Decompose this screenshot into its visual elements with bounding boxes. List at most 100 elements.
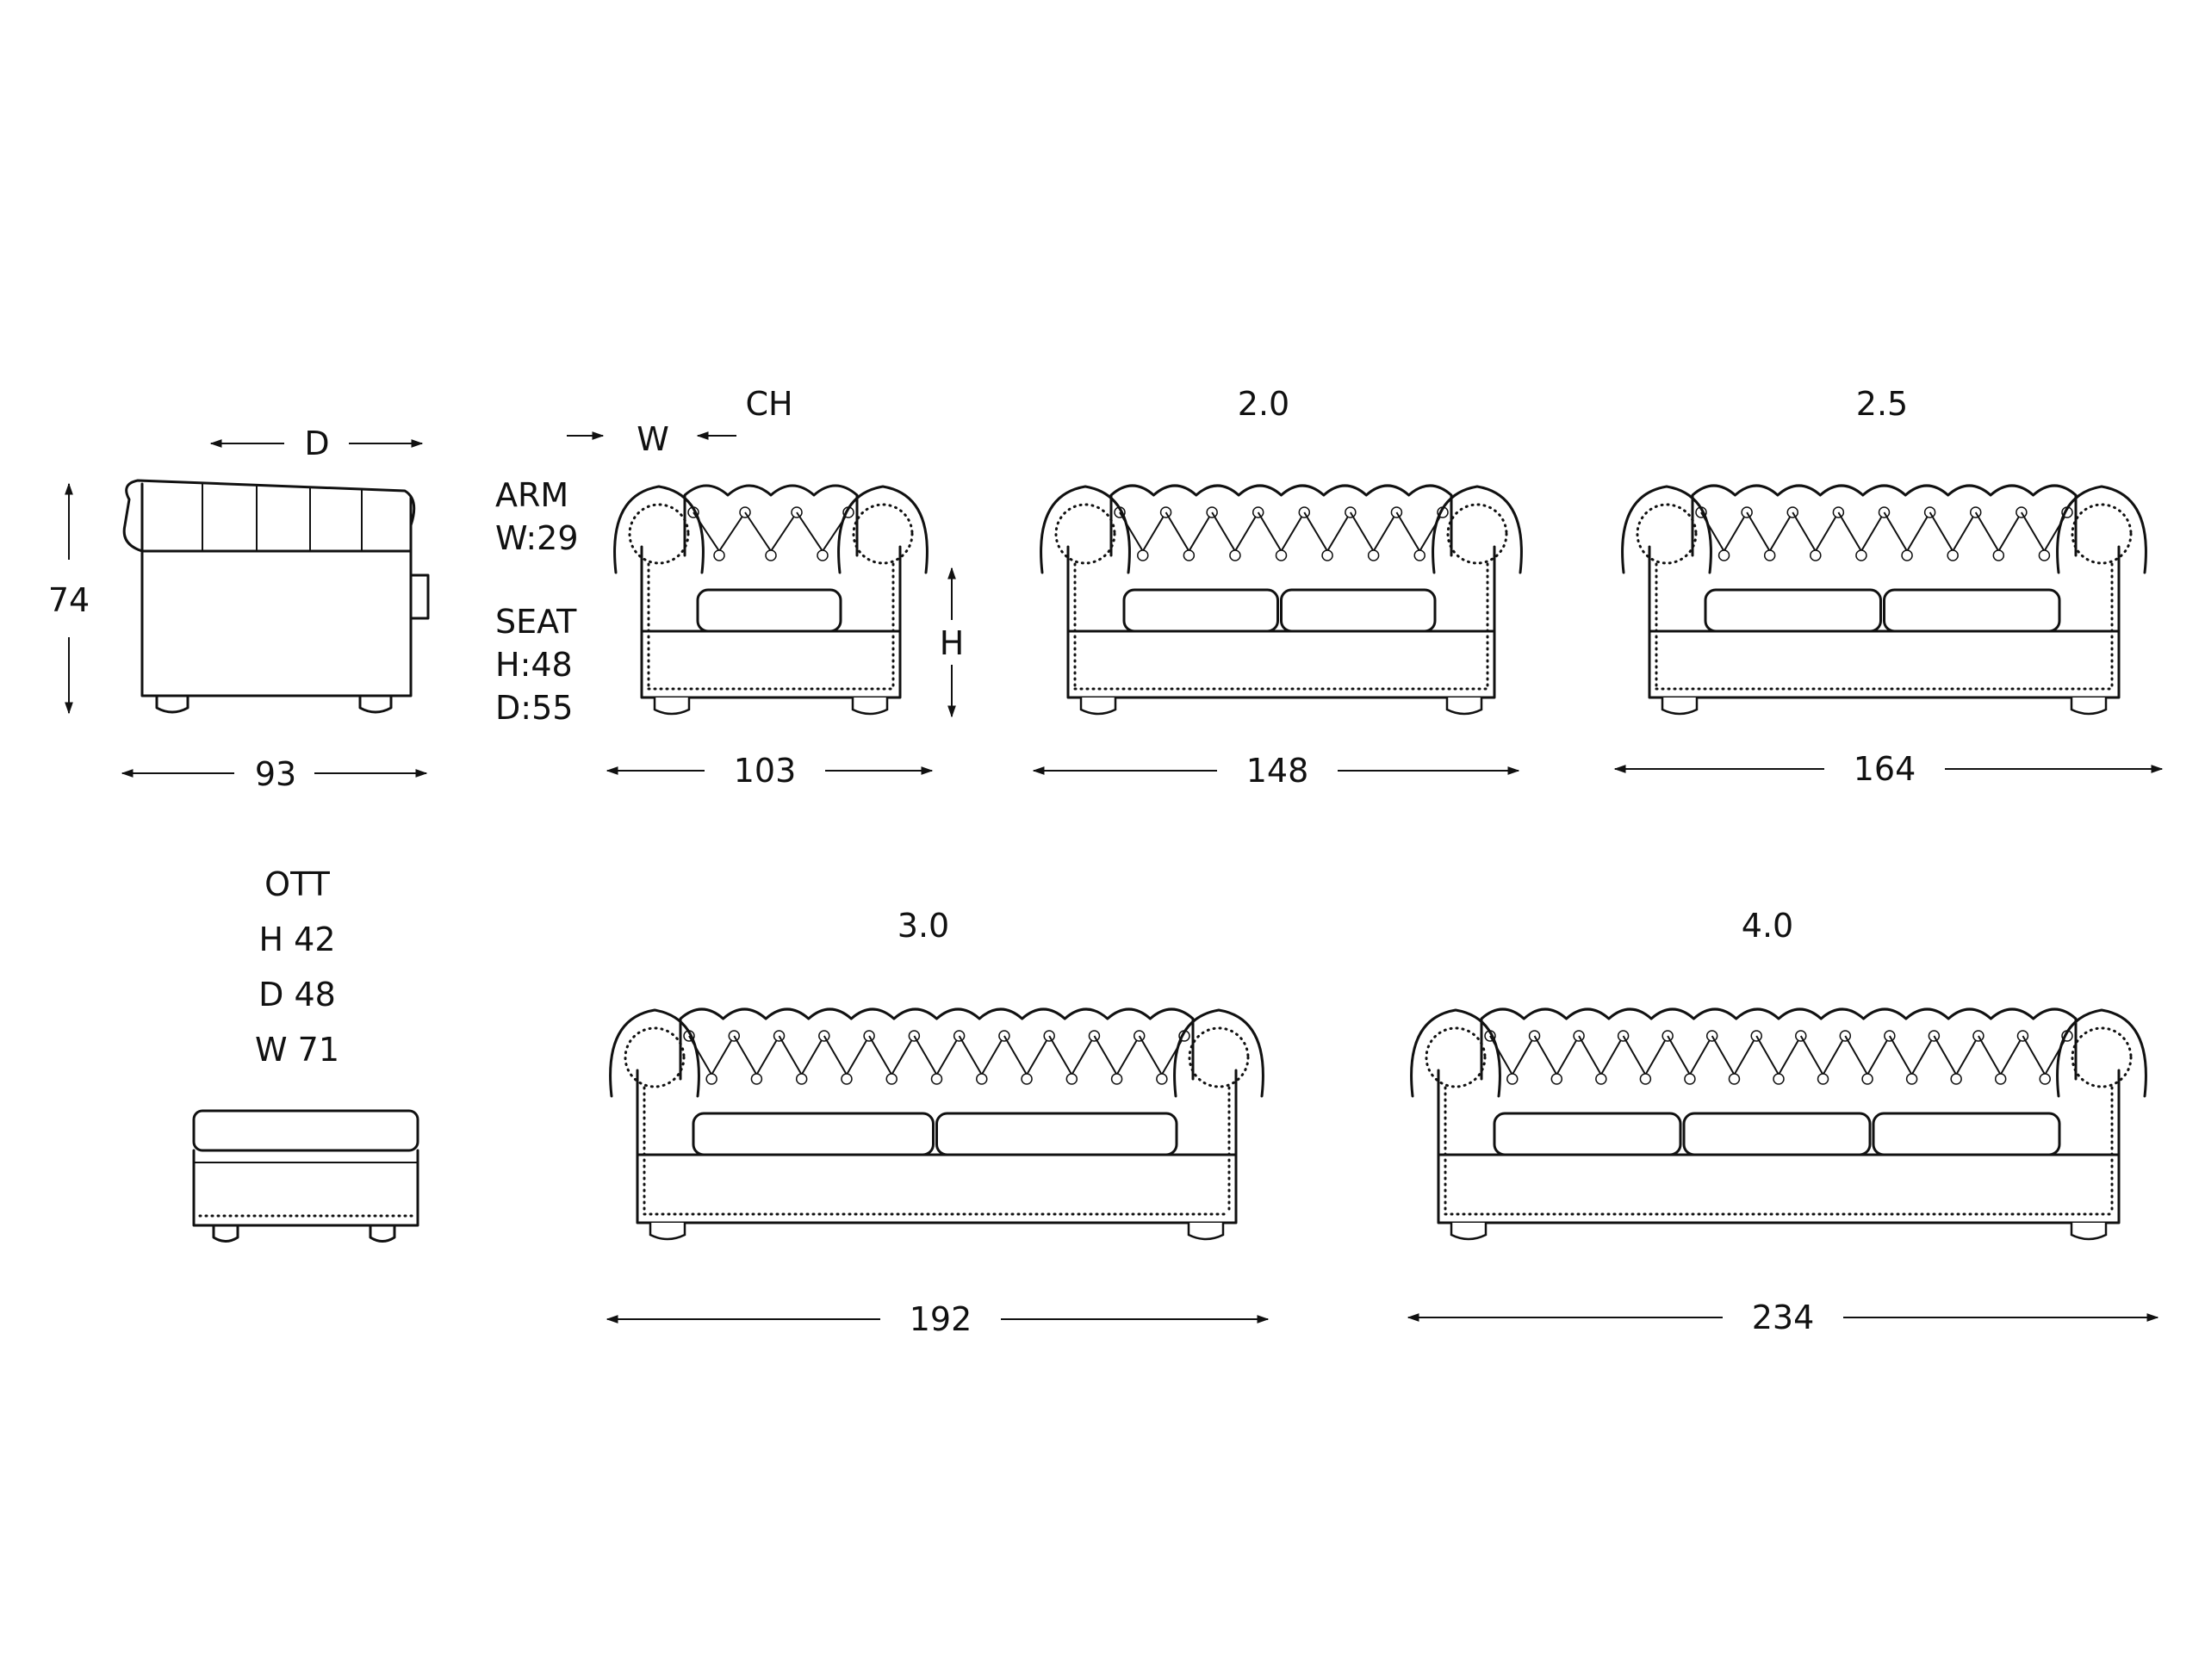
tuft-line — [1799, 1035, 1847, 1077]
ottoman-width: W 71 — [255, 1031, 339, 1069]
sofa-back — [683, 484, 859, 557]
sofa-back — [1109, 484, 1453, 557]
model-width-2-0: 148 — [1246, 752, 1309, 790]
sofa-leg-right — [851, 697, 889, 716]
rolled-arm-right — [2056, 1008, 2147, 1098]
tuft-line — [958, 1035, 1005, 1076]
tuft-line — [1711, 1035, 1758, 1077]
tuft-button — [1639, 1073, 1652, 1085]
tuft-line — [1844, 1035, 1891, 1077]
tuft-line — [1933, 1035, 1979, 1077]
tuft-line — [1755, 1035, 1802, 1077]
tuft-line — [733, 1035, 780, 1076]
seat-cushion — [1704, 588, 1882, 633]
tuft-button — [1137, 549, 1149, 561]
tuft-line — [1578, 1035, 1624, 1077]
seat-cushion — [1682, 1112, 1872, 1156]
tuft-line — [913, 1035, 960, 1076]
tuft-button — [841, 1073, 853, 1085]
ottoman-drawing — [192, 1109, 419, 1243]
rolled-arm-left — [1621, 485, 1712, 574]
tuft-line — [744, 511, 798, 553]
tuft-button — [1550, 1073, 1563, 1085]
tuft-button — [1992, 549, 2005, 561]
tuft-button — [765, 549, 777, 561]
seat-spec: SEAT H:48 D:55 — [495, 603, 577, 727]
tuft-line — [1792, 511, 1840, 553]
tuft-button — [1861, 1073, 1873, 1085]
rolled-arm-right — [1432, 485, 1523, 574]
tuft-button — [1855, 549, 1867, 561]
tuft-button — [1773, 1073, 1785, 1085]
tuft-line — [1622, 1035, 1669, 1077]
tuft-button — [1229, 549, 1241, 561]
arm-title: ARM — [495, 476, 568, 514]
tuft-button — [1905, 1073, 1918, 1085]
arm-nailhead-left — [1425, 1026, 1487, 1088]
arm-nailhead-left — [628, 503, 690, 565]
arm-nailhead-right — [852, 503, 914, 565]
model-width-ch: 103 — [734, 752, 797, 790]
tuft-line — [868, 1035, 916, 1076]
sofa-front-view-2 — [1621, 484, 2147, 716]
sofa-body — [1066, 545, 1496, 699]
tuft-line — [1489, 1035, 1536, 1077]
tuft-button — [1065, 1073, 1078, 1085]
rolled-arm-right — [2056, 485, 2147, 574]
tuft-button — [1684, 1073, 1696, 1085]
tuft-button — [1275, 549, 1288, 561]
sofa-leg-right — [1445, 697, 1483, 716]
ottoman-title: OTT — [264, 865, 330, 903]
tuft-button — [795, 1073, 808, 1085]
sofa-front-view-1 — [1040, 484, 1523, 716]
tuft-line — [1746, 511, 1794, 553]
tuft-line — [1667, 1035, 1713, 1077]
tuft-button — [1413, 549, 1425, 561]
tuft-line — [1350, 511, 1398, 553]
sofa-leg-left — [1661, 697, 1699, 716]
tuft-button — [1156, 1073, 1168, 1085]
side-width-dimension: 93 — [121, 755, 428, 793]
tuft-button — [713, 549, 725, 561]
tuft-button — [1728, 1073, 1741, 1085]
seat-depth: D:55 — [495, 689, 573, 727]
model-width-3-0: 192 — [910, 1300, 972, 1338]
tuft-line — [1003, 1035, 1051, 1076]
arm-nailhead-right — [2071, 1026, 2133, 1088]
tuft-line — [1257, 511, 1306, 553]
seat-cushion — [692, 1112, 935, 1156]
tuft-button — [1183, 549, 1196, 561]
sofa-leg-left — [649, 1223, 686, 1241]
tuft-button — [1506, 1073, 1519, 1085]
tuft-line — [2021, 511, 2068, 553]
tuft-line — [1138, 1035, 1185, 1076]
sofa-front-view-0 — [613, 484, 929, 716]
tuft-button — [2039, 1073, 2051, 1085]
seat-cushion — [1493, 1112, 1682, 1156]
depth-label: D — [304, 425, 329, 462]
tuft-line — [823, 1035, 870, 1076]
seat-height: H:48 — [495, 646, 573, 684]
seat-height-label: H — [940, 624, 965, 662]
seat-cushion — [935, 1112, 1178, 1156]
rolled-arm-right — [1173, 1008, 1264, 1098]
arm-nailhead-left — [1054, 503, 1116, 565]
side-view-drawing — [122, 479, 430, 714]
seat-title: SEAT — [495, 603, 577, 641]
sofa-leg-left — [1079, 697, 1117, 716]
sofa-leg-right — [2070, 1223, 2108, 1241]
tuft-button — [976, 1073, 988, 1085]
sofa-leg-right — [1187, 1223, 1225, 1241]
arm-nailhead-right — [2071, 503, 2133, 565]
rolled-arm-left — [1410, 1008, 1501, 1098]
ottoman-height: H 42 — [258, 921, 335, 958]
tuft-line — [778, 1035, 825, 1076]
side-depth-dimension: D — [209, 425, 424, 462]
sofa-body — [1648, 545, 2121, 699]
sofa-leg-left — [1450, 1223, 1488, 1241]
tuft-button — [705, 1073, 717, 1085]
sofa-leg-right — [2070, 697, 2108, 716]
tuft-button — [1810, 549, 1822, 561]
rolled-arm-left — [609, 1008, 700, 1098]
model-width-4-0: 234 — [1752, 1299, 1815, 1336]
